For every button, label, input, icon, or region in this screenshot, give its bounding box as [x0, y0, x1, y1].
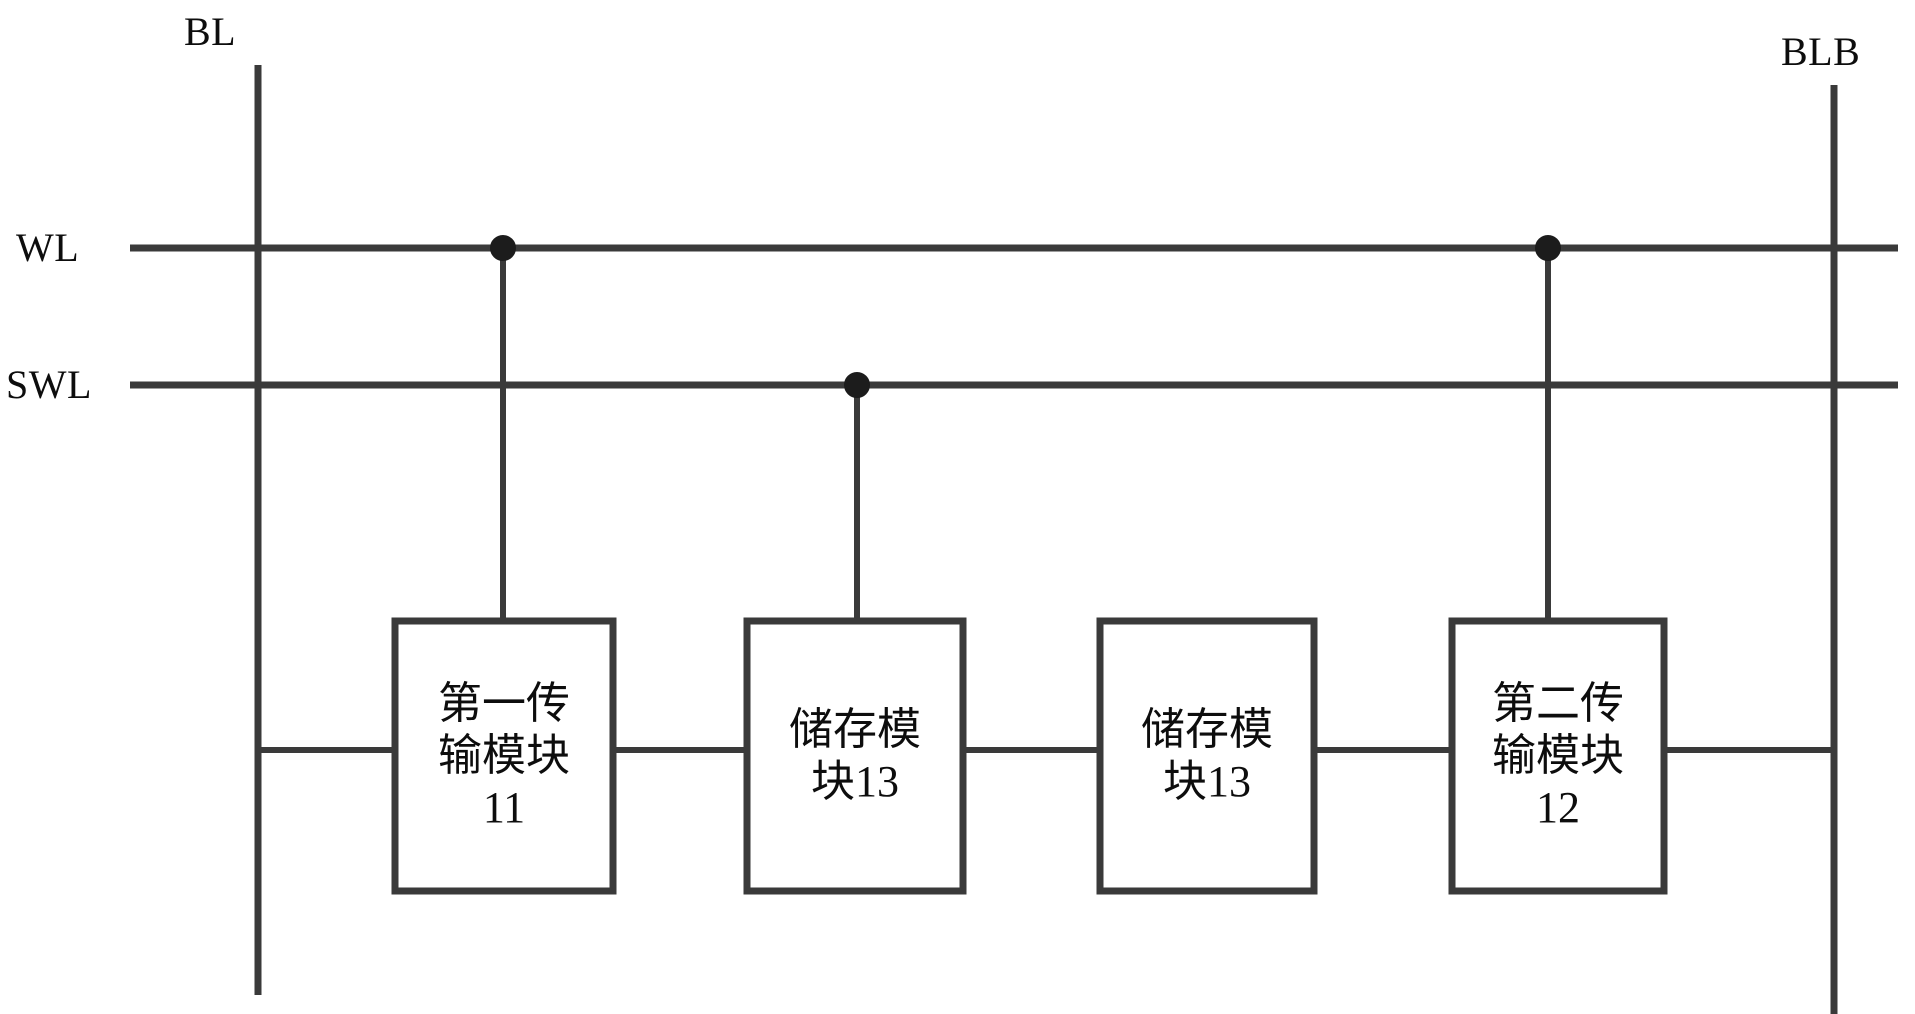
net-label-bl: BL [184, 9, 237, 54]
net-label-swl: SWL [6, 362, 92, 407]
module-box-second-transmission [1448, 617, 1668, 895]
module-box-storage-right [1096, 617, 1318, 895]
net-label-wl: WL [16, 225, 80, 270]
junction-dot-wl-first-transmission [490, 235, 516, 261]
junction-dot-wl-second-transmission [1535, 235, 1561, 261]
module-box-first-transmission [391, 617, 617, 895]
module-box-storage-left [743, 617, 967, 895]
net-label-blb: BLB [1781, 29, 1861, 74]
junction-dot-swl-storage-left [844, 372, 870, 398]
